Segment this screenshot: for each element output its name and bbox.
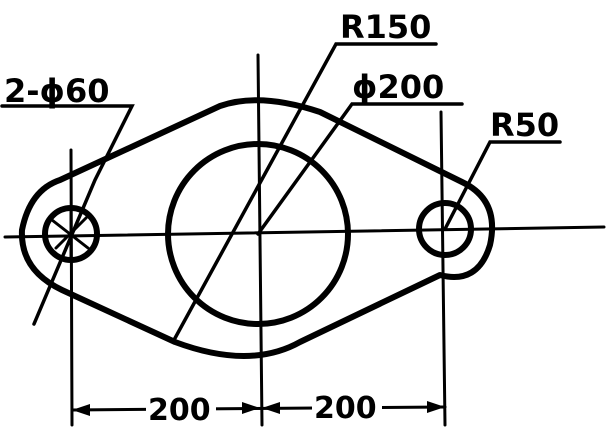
left-hole-hatching [50,208,90,260]
end-radius-label: R50 [490,106,559,144]
dimension-arrow-right [427,401,445,413]
center-bore-leader [256,102,464,236]
outer-radius-label: R150 [340,8,431,46]
dimension-left-label: 200 [148,393,211,428]
dimension-arrow-left [72,404,90,416]
horizontal-centerline [3,225,606,239]
dimension-arrow-mid-right [262,402,280,414]
right-hole-extension-line [439,110,447,427]
outer-radius-leader [172,42,438,342]
small-holes-label: 2-ϕ60 [4,72,110,110]
dimension-arrow-mid-left [242,402,260,414]
end-radius-leader [443,140,562,231]
center-bore-label: ϕ200 [352,68,444,106]
left-hole-extension-line [69,148,74,427]
dimension-right-label: 200 [314,391,377,426]
small-holes-leader [0,104,135,326]
vertical-centerline [256,53,264,427]
